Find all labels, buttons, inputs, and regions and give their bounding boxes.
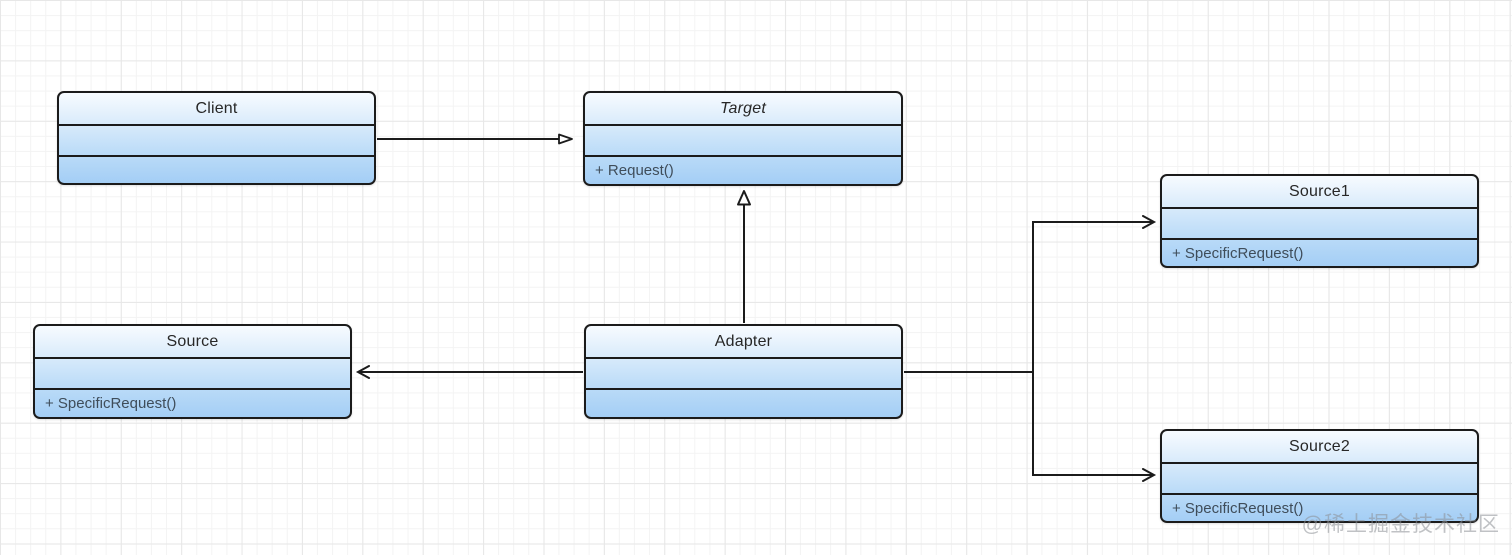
edge-adapter-source1: [904, 215, 1157, 373]
watermark: @稀土掘金技术社区: [1301, 513, 1500, 536]
node-source-title: Source: [35, 326, 350, 359]
node-client-attributes: [59, 126, 374, 157]
node-client: Client: [57, 91, 376, 185]
node-source1-attributes: [1162, 209, 1477, 240]
node-source: Source + SpecificRequest(): [33, 324, 352, 419]
node-adapter-methods: [586, 390, 901, 417]
node-client-methods: [59, 157, 374, 183]
edge-adapter-source2: [1032, 372, 1157, 482]
node-source-attributes: [35, 359, 350, 390]
node-target-attributes: [585, 126, 901, 157]
node-source2-title: Source2: [1162, 431, 1477, 464]
node-source2-methods: + SpecificRequest(): [1172, 499, 1304, 517]
node-source1: Source1 + SpecificRequest(): [1160, 174, 1479, 268]
node-source1-title: Source1: [1162, 176, 1477, 209]
node-target: Target + Request(): [583, 91, 903, 186]
node-source1-methods: + SpecificRequest(): [1172, 244, 1304, 262]
node-source2-attributes: [1162, 464, 1477, 495]
node-adapter-attributes: [586, 359, 901, 390]
node-adapter: Adapter: [584, 324, 903, 419]
node-target-title: Target: [585, 93, 901, 126]
node-client-title: Client: [59, 93, 374, 126]
node-target-methods: + Request(): [595, 162, 674, 179]
node-adapter-title: Adapter: [586, 326, 901, 359]
node-source2: Source2 + SpecificRequest(): [1160, 429, 1479, 523]
node-source-methods: + SpecificRequest(): [45, 395, 177, 412]
